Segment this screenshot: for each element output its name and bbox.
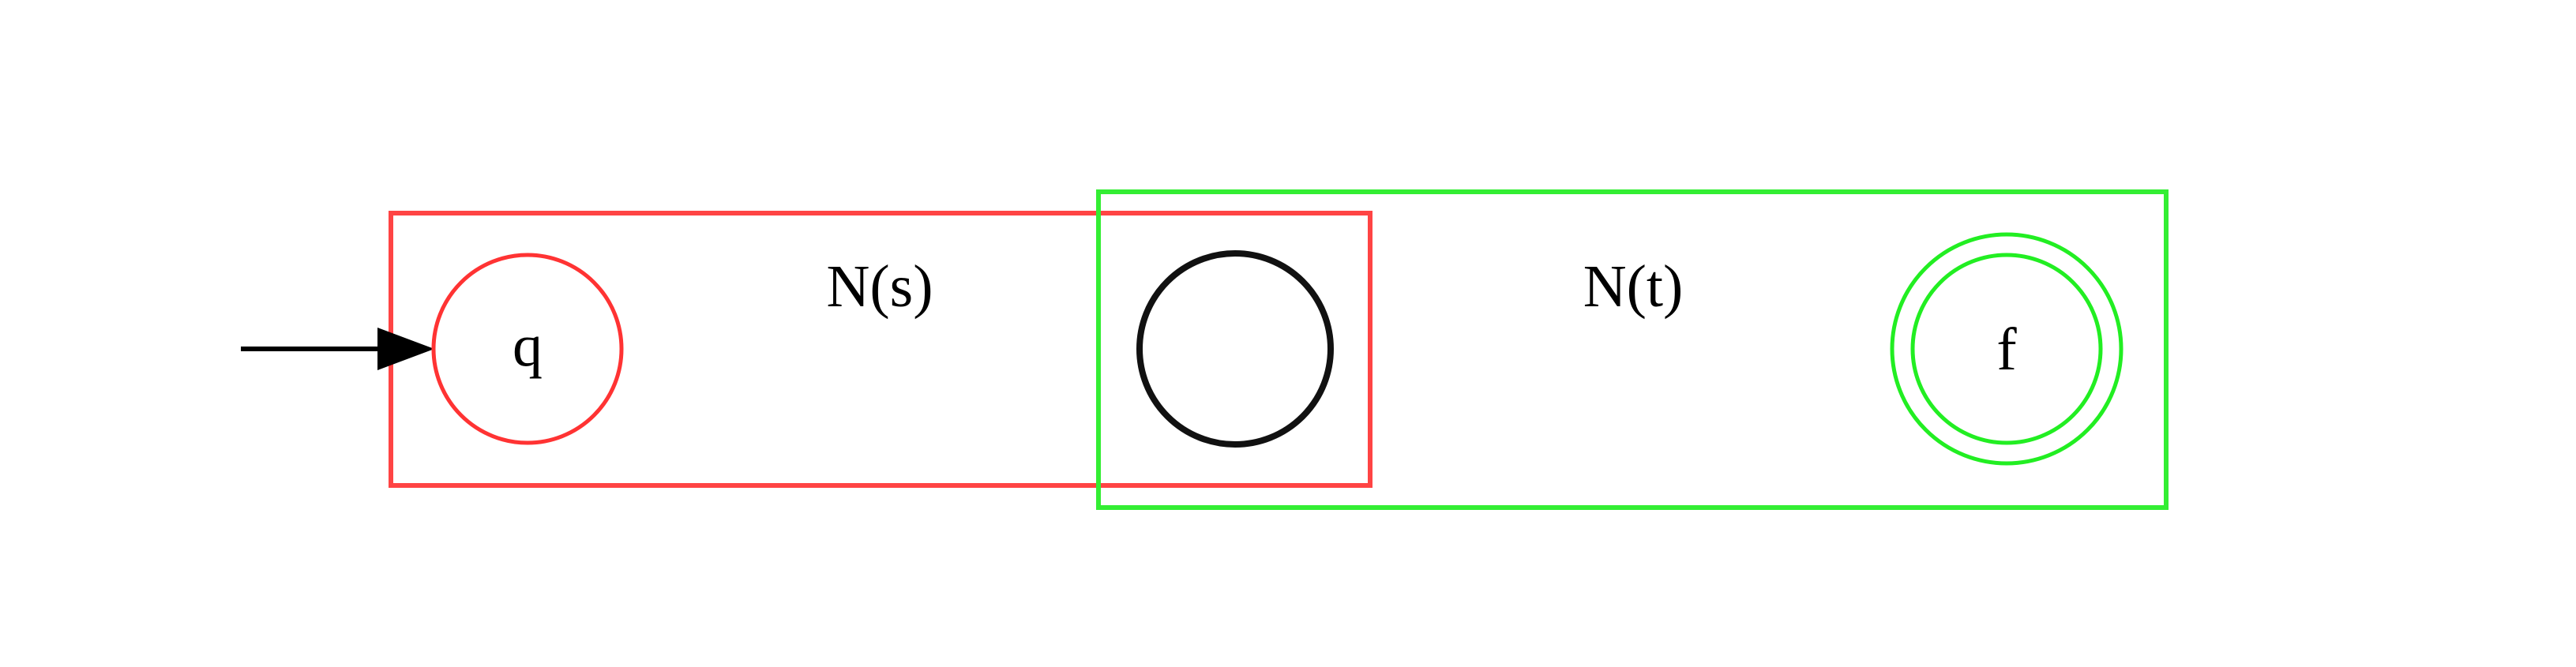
- n-t-box: [1096, 189, 2169, 510]
- middle-state: [1136, 250, 1334, 448]
- final-state-outer-ring: [1890, 232, 2124, 466]
- start-state-label: q: [513, 313, 543, 379]
- final-state-label: f: [1996, 317, 2017, 383]
- start-state-q: [431, 253, 624, 445]
- n-s-label: N(s): [826, 253, 933, 320]
- n-t-label: N(t): [1583, 253, 1684, 320]
- final-state-f: [1910, 253, 2103, 445]
- start-arrow-head: [377, 328, 434, 370]
